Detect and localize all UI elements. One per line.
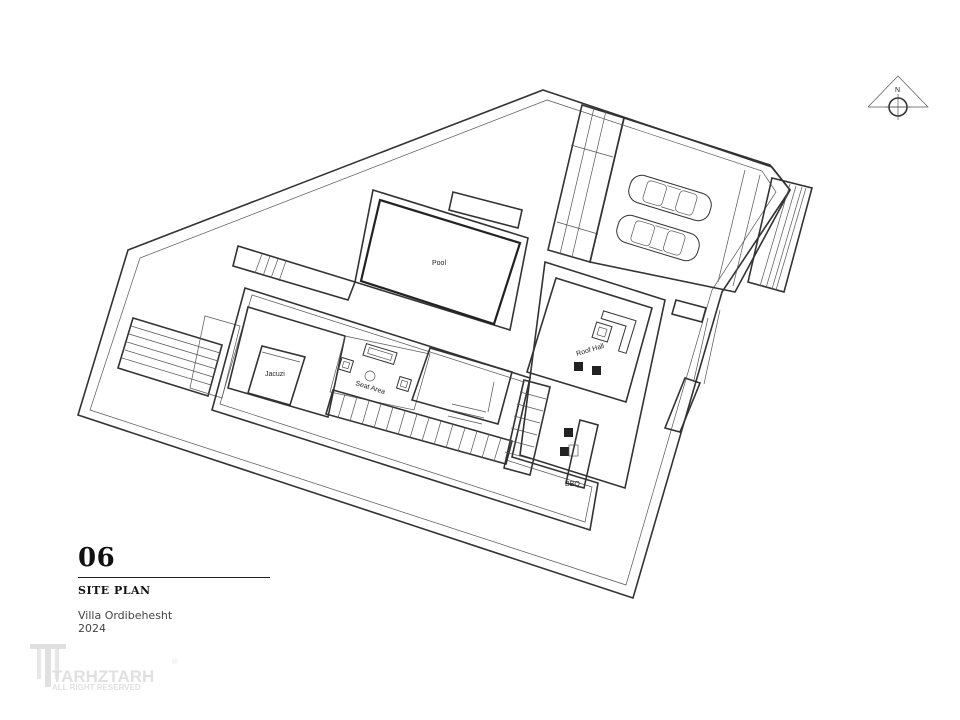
pool-ledge [448, 191, 523, 229]
table-icon [364, 370, 376, 382]
car-icon [616, 214, 700, 262]
seat-area-room [329, 335, 431, 411]
car-icon [628, 174, 712, 222]
side-wall [671, 299, 707, 323]
site-boundary-inner [89, 99, 777, 586]
chair-icon [592, 366, 601, 375]
parking-area [589, 116, 791, 293]
roof-hall-block [519, 260, 666, 490]
jacuzzi-room [227, 305, 346, 419]
left-stair [117, 317, 223, 398]
sheet-title: SITE PLAN [78, 584, 151, 597]
courtyard-stair [447, 381, 495, 425]
project-name: Villa Ordibehesht [78, 609, 173, 622]
north-label: N [895, 87, 900, 94]
armchair-icon [395, 375, 413, 393]
title-block: 06 SITE PLAN Villa Ordibehesht 2024 [78, 545, 278, 635]
jacuzzi [247, 345, 307, 406]
roof-hall-label: Roof Hall [576, 343, 606, 358]
courtyard-void [410, 347, 513, 425]
north-arrow-icon: N [867, 75, 929, 120]
project-year: 2024 [78, 622, 106, 635]
seat-area-label: Seat Area [354, 380, 386, 396]
watermark-registered: ® [172, 658, 178, 666]
watermark-logo: TARHZTARH ALL RIGHT RESERVED ® [30, 644, 178, 692]
watermark-brand: TARHZTARH [52, 667, 154, 686]
bbq-area [565, 419, 599, 489]
armchair-icon [337, 356, 355, 374]
sofa-icon [362, 342, 398, 366]
ramp-hatch [747, 177, 813, 293]
sheet-number: 06 [78, 543, 116, 573]
driveway [547, 103, 625, 263]
title-divider [78, 577, 270, 578]
pool-wall [354, 188, 529, 332]
bbq-counter-item [560, 447, 569, 456]
building-outline [211, 286, 599, 532]
pool-label: Pool [432, 260, 446, 267]
armchair-icon [591, 321, 613, 343]
chair-icon [574, 362, 583, 371]
bbq-label: BBQ [565, 481, 580, 488]
jacuzzi-label: Jacuzi [265, 371, 285, 378]
side-wall [663, 377, 702, 433]
roof-hall-room [525, 276, 653, 404]
pool [359, 198, 522, 326]
sectional-sofa-icon [600, 310, 637, 354]
upper-terrace [232, 244, 357, 301]
bbq-counter-item [564, 428, 573, 437]
site-boundary [77, 89, 791, 600]
watermark-rights: ALL RIGHT RESERVED [52, 683, 141, 692]
main-stair [325, 389, 513, 465]
